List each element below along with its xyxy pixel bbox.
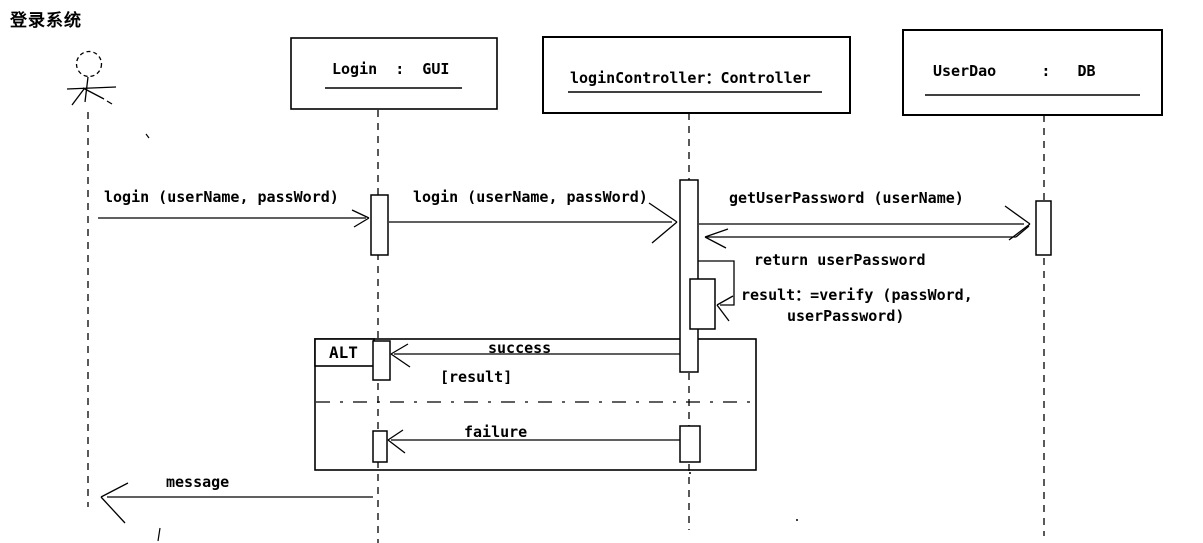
lifelines [87, 110, 1045, 543]
message-label-return-userpassword: return userPassword [754, 251, 926, 269]
arrow-login-call-1 [98, 209, 370, 228]
controller-activation-main [679, 179, 699, 373]
alt-operator-label: ALT [329, 343, 358, 362]
alt-frame-border [314, 338, 757, 471]
alt-guard-label: [result] [440, 368, 513, 386]
message-label-getuserpassword: getUserPassword (userName) [729, 189, 964, 207]
message-label-verify-line1: result：=verify (passWord, [741, 286, 973, 304]
activation-bars [370, 179, 1052, 463]
arrow-self-verify [698, 260, 735, 322]
arrow-getuserpassword [699, 205, 1031, 241]
arrow-failure [387, 429, 680, 454]
controller-box [542, 36, 851, 114]
arrow-login-call-2 [389, 202, 678, 244]
controller-activation-failure [679, 425, 701, 463]
arrow-return-userpassword [704, 225, 1030, 249]
login-activation-failure [372, 430, 388, 463]
message-label-failure: failure [464, 423, 528, 441]
userdao-box [902, 29, 1163, 116]
verify-self-activation [689, 278, 716, 330]
lifeline-label-controller: loginController：Controller [570, 69, 811, 87]
login-box [290, 37, 498, 110]
lifeline-label-login: Login : GUI [332, 60, 450, 78]
message-label-success: success [488, 339, 552, 357]
login-activation-1 [370, 194, 389, 256]
userdao-activation [1035, 200, 1052, 256]
scan-noise [145, 133, 798, 542]
arrow-success [390, 343, 680, 368]
message-label-login-1: login (userName, passWord) [104, 188, 339, 206]
participant-boxes [290, 29, 1163, 116]
message-label-login-2: login (userName, passWord) [413, 188, 648, 206]
arrow-message [100, 482, 373, 524]
message-arrows [98, 202, 1031, 524]
message-label-message: message [166, 473, 230, 491]
diagram-title: 登录系统 [10, 11, 82, 31]
message-label-verify-line2: userPassword) [787, 307, 905, 325]
lifeline-label-userdao: UserDao : DB [933, 62, 1096, 80]
actor-icon [66, 50, 117, 106]
login-activation-success [372, 340, 391, 381]
